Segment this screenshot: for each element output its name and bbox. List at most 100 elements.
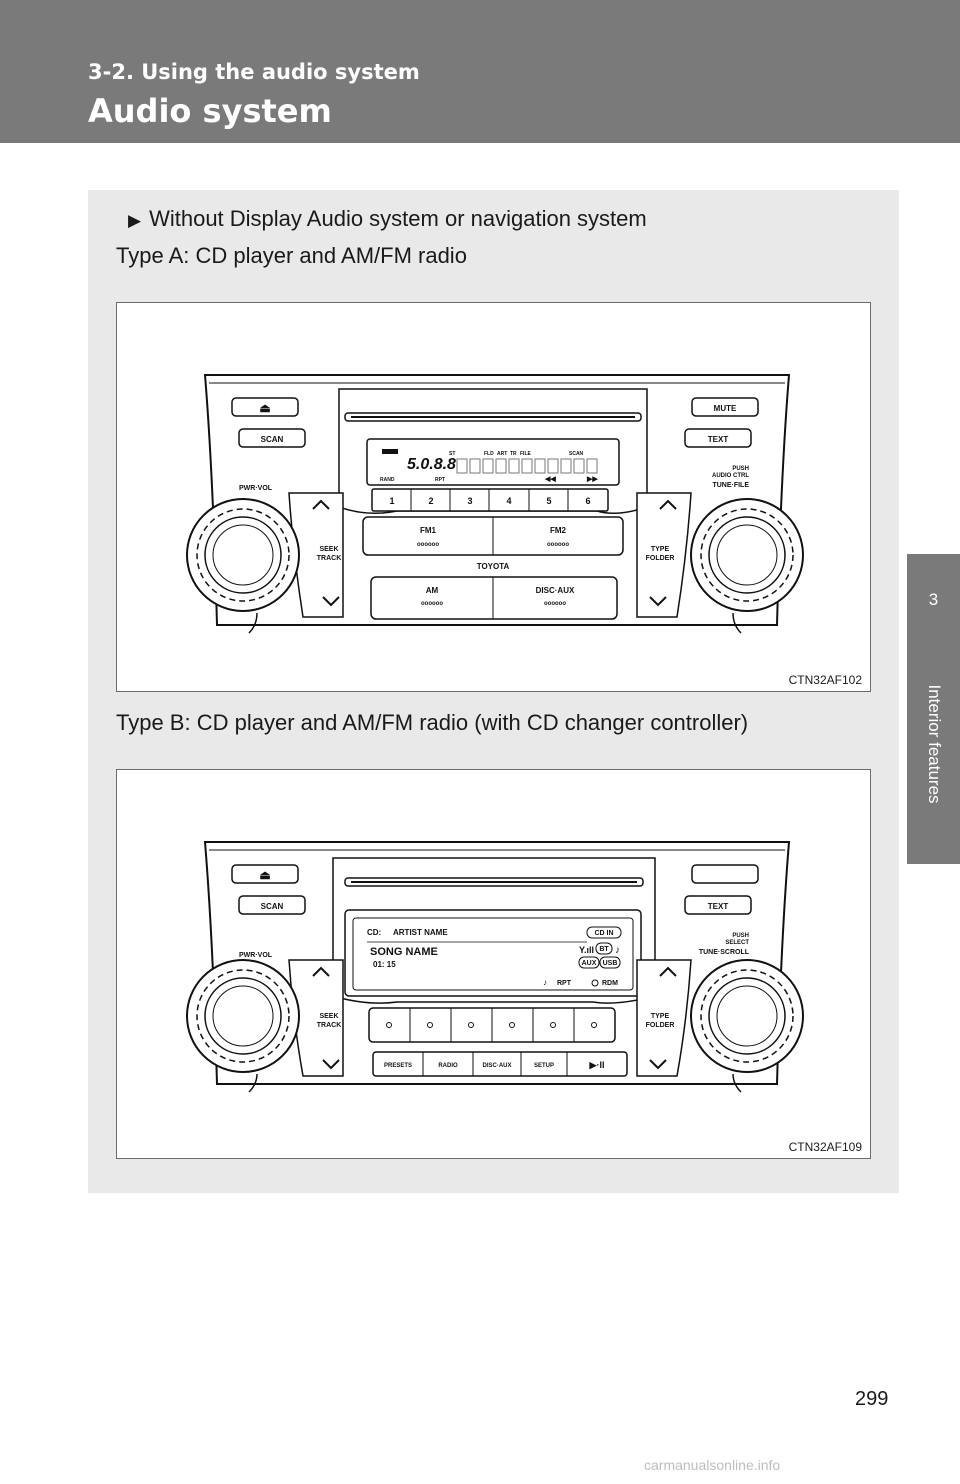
eject-icon: ⏏ (259, 868, 271, 882)
figure-type-b: CD: ARTIST NAME SONG NAME 01: 15 CD IN Y… (116, 769, 871, 1159)
scan-label: SCAN (261, 902, 284, 911)
type-up-icon (659, 966, 677, 977)
eject-button[interactable] (231, 864, 299, 884)
lcd-rand: RAND (380, 477, 395, 483)
audio-ctrl-label: AUDIO CTRL (712, 473, 749, 479)
preset-3-button[interactable]: 3 (467, 496, 472, 506)
type-label: TYPE (651, 1013, 670, 1020)
preset-6-button[interactable]: 6 (585, 496, 590, 506)
setup-button[interactable]: SETUP (534, 1063, 554, 1069)
lcd-label-file: FILE (520, 451, 531, 457)
song-name: SONG NAME (370, 946, 438, 958)
tune-file-knob[interactable] (690, 498, 804, 634)
chapter-side-tab[interactable] (907, 554, 960, 864)
eject-button[interactable] (231, 397, 299, 417)
disc-aux-button[interactable]: DISC·AUX (482, 1063, 511, 1069)
lcd-rpt: RPT (435, 477, 445, 483)
text-button[interactable] (684, 895, 752, 915)
track-label: TRACK (317, 555, 342, 562)
disc-aux-button[interactable]: DISC·AUX (536, 586, 575, 595)
type-folder-rocker[interactable] (636, 959, 692, 1077)
preset-5-button[interactable]: 5 (546, 496, 551, 506)
bullet-item: ▶ Without Display Audio system or navigat… (128, 206, 647, 232)
type-folder-rocker[interactable] (636, 492, 692, 618)
blank-button[interactable] (691, 864, 759, 884)
rdm-icon (591, 979, 599, 987)
scan-button[interactable] (238, 428, 306, 448)
preset-dot-icon (509, 1022, 515, 1028)
power-volume-knob[interactable] (186, 498, 300, 634)
bt-text: BT (599, 946, 609, 953)
play-pause-button[interactable]: ▶·II (589, 1060, 605, 1070)
preset-1-button[interactable]: 1 (389, 496, 394, 506)
seek-down-icon (322, 596, 340, 607)
triangle-bullet-icon: ▶ (128, 211, 142, 230)
lcd-label-st: ST (449, 451, 455, 457)
mute-button[interactable] (691, 397, 759, 417)
eject-icon: ⏏ (259, 401, 271, 415)
fm2-button[interactable]: FM2 (550, 526, 567, 535)
type-label: TYPE (651, 546, 670, 553)
preset-2-button[interactable]: 2 (428, 496, 433, 506)
usb-text: USB (603, 960, 618, 967)
am-button[interactable]: AM (426, 586, 439, 595)
seek-label: SEEK (319, 546, 338, 553)
type-a-label: Type A: CD player and AM/FM radio (116, 243, 467, 268)
fm1-button[interactable]: FM1 (420, 526, 437, 535)
lcd-label-tr: TR (510, 451, 517, 457)
presets-button[interactable]: PRESETS (384, 1063, 412, 1069)
power-volume-knob[interactable] (186, 959, 300, 1093)
preset-dot-icon (591, 1022, 597, 1028)
chapter-number: 3 (928, 590, 939, 609)
artist-name: ARTIST NAME (393, 928, 448, 937)
text-button[interactable] (684, 428, 752, 448)
type-b-label: Type B: CD player and AM/FM radio (with … (116, 710, 749, 735)
lcd-label-fld: FLD (484, 451, 494, 457)
type-down-icon (649, 1059, 667, 1070)
fm2-indicator-dots: oooooo (547, 542, 569, 548)
lcd-rewind-icon: ◀◀ (544, 476, 556, 483)
scan-label: SCAN (261, 435, 284, 444)
push-label: PUSH (732, 933, 749, 939)
folder-label: FOLDER (646, 555, 675, 562)
page-number: 299 (855, 1388, 889, 1410)
audio-panel-b-illustration: CD: ARTIST NAME SONG NAME 01: 15 CD IN Y… (186, 841, 804, 1093)
preset-dot-icon (386, 1022, 392, 1028)
aux-badge (578, 956, 600, 969)
watermark[interactable]: carmanualsonline.info (644, 1457, 781, 1473)
text-label: TEXT (708, 902, 729, 911)
folder-label: FOLDER (646, 1022, 675, 1029)
mute-label: MUTE (714, 404, 737, 413)
fm1-indicator-dots: oooooo (417, 542, 439, 548)
tune-scroll-label: TUNE·SCROLL (699, 949, 750, 956)
push-label: PUSH (732, 466, 749, 472)
audio-panel-a-illustration: 5.0.8.8 ST FLD ART TR FILE SCAN RAND RPT… (186, 374, 804, 634)
am-indicator-dots: oooooo (421, 601, 443, 607)
preset-dot-icon (468, 1022, 474, 1028)
preset-4-button[interactable]: 4 (506, 496, 511, 506)
rdm-label: RDM (602, 980, 618, 987)
signal-icon: Y.ıll (579, 945, 594, 955)
tune-file-label: TUNE·FILE (712, 482, 749, 489)
seek-down-icon (322, 1059, 340, 1070)
tune-scroll-knob[interactable] (690, 959, 804, 1093)
brand-label: TOYOTA (477, 562, 510, 571)
disc-aux-indicator-dots: oooooo (544, 601, 566, 607)
figure-a-code: CTN32AF102 (788, 673, 862, 687)
page-title: Audio system (88, 92, 332, 130)
bullet-text: Without Display Audio system or navigati… (149, 206, 647, 231)
select-label: SELECT (725, 940, 749, 946)
lcd-forward-icon: ▶▶ (586, 476, 598, 483)
seek-up-icon (312, 966, 330, 977)
aux-text: AUX (582, 960, 597, 967)
track-label: TRACK (317, 1022, 342, 1029)
screen-source: CD: (367, 928, 381, 937)
radio-button[interactable]: RADIO (438, 1063, 458, 1069)
scan-button[interactable] (238, 895, 306, 915)
rpt-label: RPT (557, 980, 572, 987)
header-bar (0, 0, 960, 143)
cd-in-badge (586, 926, 622, 939)
figure-type-a: 5.0.8.8 ST FLD ART TR FILE SCAN RAND RPT… (116, 302, 871, 692)
usb-badge (599, 956, 621, 969)
preset-dot-icon (427, 1022, 433, 1028)
